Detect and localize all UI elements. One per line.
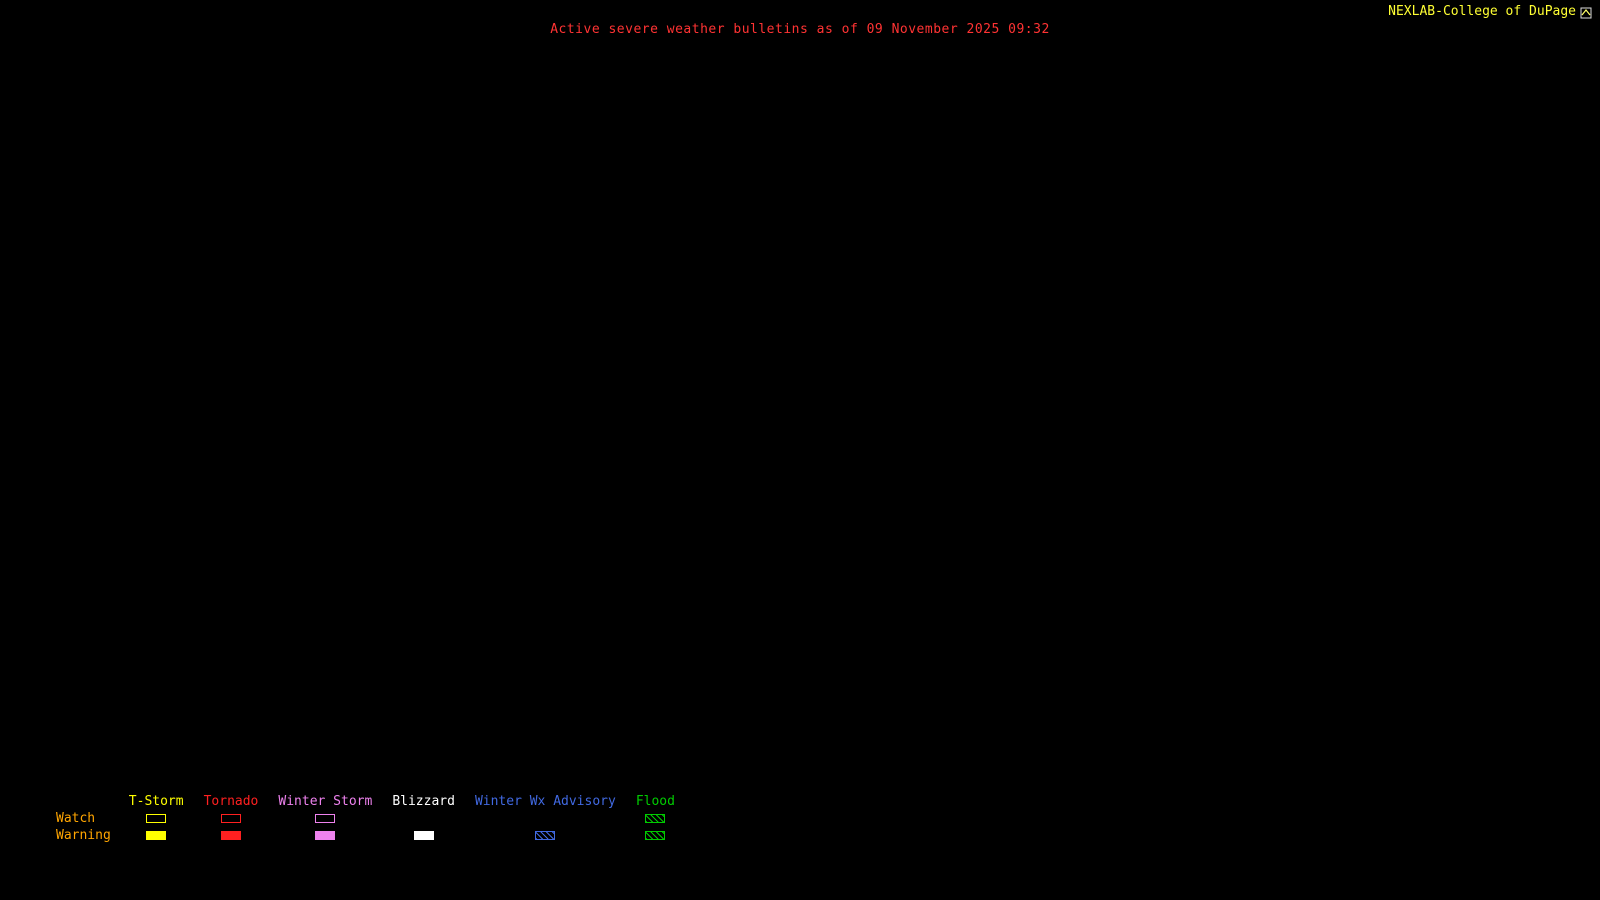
legend-watch-label: Watch (56, 811, 96, 826)
legend-warning-label: Warning (56, 828, 111, 843)
legend-category-flood: Flood (636, 793, 675, 844)
tornado-warning-cell (220, 827, 241, 844)
winter-wx-advisory-warning-swatch (535, 831, 556, 840)
legend-category-label-blizzard: Blizzard (392, 794, 455, 809)
blizzard-warning-cell (413, 827, 434, 844)
legend-category-tornado: Tornado (203, 793, 259, 844)
legend-header-spacer (56, 793, 111, 810)
cod-logo-icon (1580, 4, 1592, 19)
tornado-watch-cell (220, 810, 241, 827)
blizzard-warning-swatch (413, 831, 434, 840)
winter-storm-warning-swatch (315, 831, 336, 840)
page-title: Active severe weather bulletins as of 09… (550, 22, 1050, 37)
winter-storm-warning-cell (315, 827, 336, 844)
legend-category-winter-wx-advisory: Winter Wx Advisory (475, 793, 616, 844)
brand-text: NEXLAB-College of DuPage (1388, 4, 1576, 19)
legend-category-blizzard: Blizzard (392, 793, 455, 844)
tornado-watch-swatch (220, 814, 241, 823)
t-storm-warning-swatch (146, 831, 167, 840)
legend: Watch Warning T-Storm Tornado Winter Storm… (56, 793, 675, 844)
legend-category-label-tornado: Tornado (203, 794, 259, 809)
legend-category-label-winter-storm: Winter Storm (278, 794, 373, 809)
legend-category-t-storm: T-Storm (129, 793, 184, 844)
winter-storm-watch-swatch (315, 814, 336, 823)
t-storm-warning-cell (146, 827, 167, 844)
legend-category-label-winter-wx-advisory: Winter Wx Advisory (474, 794, 616, 809)
winter-wx-advisory-watch-cell (535, 810, 555, 827)
blizzard-watch-cell (414, 810, 434, 827)
winter-wx-advisory-warning-cell (535, 827, 556, 844)
flood-warning-swatch (645, 831, 666, 840)
legend-category-winter-storm: Winter Storm (278, 793, 372, 844)
flood-watch-cell (645, 810, 666, 827)
legend-row-labels: Watch Warning (56, 793, 111, 844)
t-storm-watch-cell (146, 810, 167, 827)
winter-storm-watch-cell (315, 810, 336, 827)
flood-watch-swatch (645, 814, 666, 823)
tornado-warning-swatch (220, 831, 241, 840)
legend-category-label-flood: Flood (635, 794, 675, 809)
flood-warning-cell (645, 827, 666, 844)
legend-category-label-t-storm: T-Storm (128, 794, 184, 809)
legend-columns: T-Storm Tornado Winter Storm Blizzard Winter… (129, 793, 675, 844)
t-storm-watch-swatch (146, 814, 167, 823)
